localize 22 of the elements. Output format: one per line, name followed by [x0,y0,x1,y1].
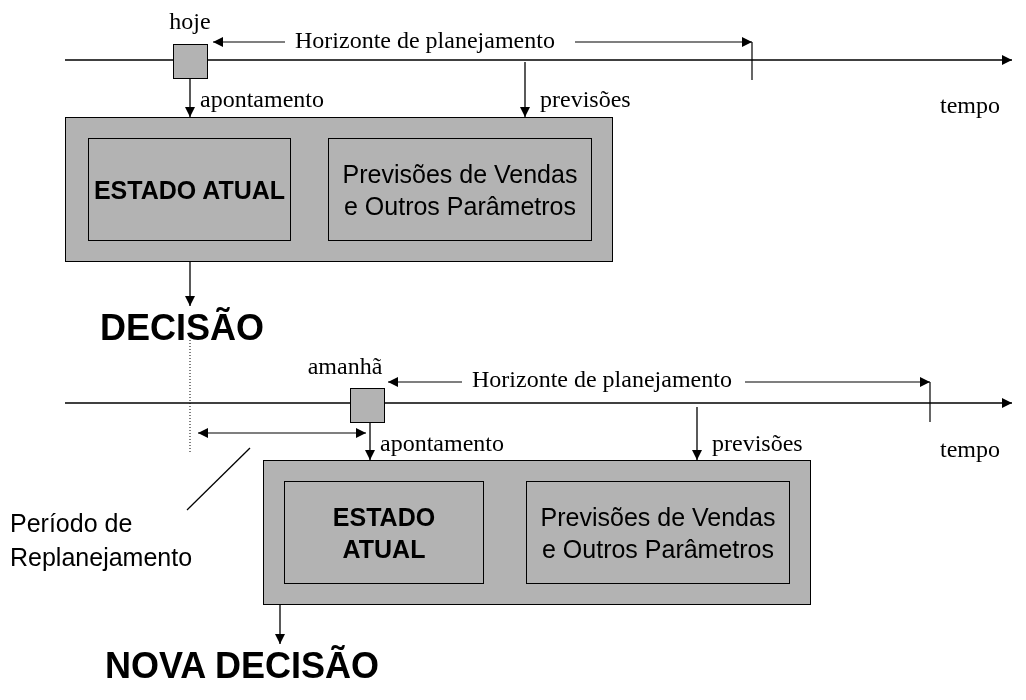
arrow [185,78,195,118]
decision-text: DECISÃO [100,306,285,350]
arrow [275,604,285,645]
dimension-label: Horizonte de planejamento [472,366,732,392]
text-box: ESTADO ATUAL [284,481,484,584]
panel-box [263,460,811,605]
arrow [365,422,375,461]
leader-line [186,447,251,511]
dimension-label: Horizonte de planejamento [295,27,555,53]
axis-label: tempo [940,92,1000,118]
arrow [185,261,195,307]
panel-box [65,117,613,262]
axis-label: tempo [940,436,1000,462]
text-box: Previsões de Vendas e Outros Parâmetros [526,481,790,584]
time-label: hoje [168,8,212,34]
arrow [692,406,702,461]
decision-text: NOVA DECISÃO [105,644,450,692]
note-text: Período de Replanejamento [10,506,250,576]
text-box: ESTADO ATUAL [88,138,291,241]
text-box: Previsões de Vendas e Outros Parâmetros [328,138,592,241]
time-label: amanhã [306,353,384,379]
arrow [520,61,530,118]
